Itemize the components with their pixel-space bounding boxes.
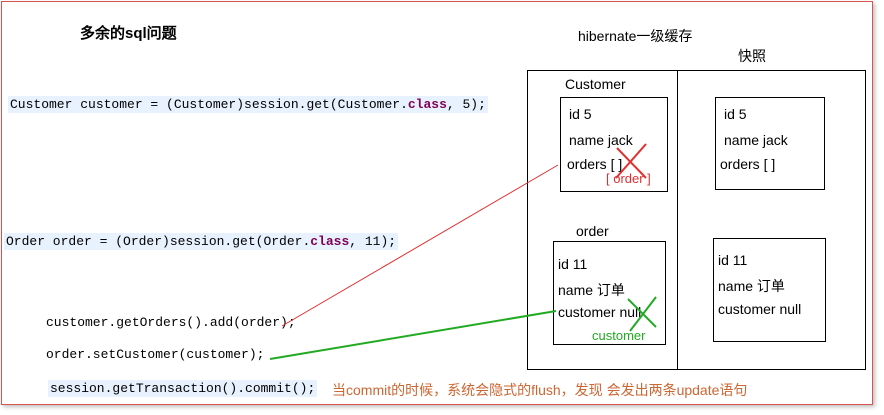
green-connector-line (269, 310, 557, 360)
code-line-get-order-a: Order order = (Order)session.get(Order. (6, 234, 311, 249)
commit-note: 当commit的时候，系统会隐式的flush，发现 会发出两条update语句 (332, 382, 748, 398)
cache-customer-orders: orders [ ] (567, 156, 623, 172)
code-line-get-customer: Customer customer = (Customer)session.ge… (8, 96, 488, 113)
snapshot-order-id: id 11 (718, 252, 748, 268)
snapshot-order-box: id 11 name 订单 customer null (713, 238, 826, 342)
snapshot-customer-id: id 5 (724, 106, 747, 122)
code-keyword-class-2: class (310, 234, 350, 249)
snapshot-customer-name: name jack (724, 132, 788, 148)
customer-section-label: Customer (565, 76, 626, 92)
code-line-commit: session.getTransaction().commit(); (48, 380, 318, 397)
snapshot-customer-orders: orders [ ] (720, 156, 776, 172)
red-connector-line (281, 164, 559, 327)
cache-order-new-customer: customer (592, 328, 646, 343)
code-line-get-order-b: , 11); (349, 234, 397, 249)
snapshot-title: 快照 (738, 48, 766, 64)
cache-order-box: id 11 name 订单 customer null customer (553, 241, 666, 345)
order-section-label: order (576, 223, 609, 239)
cache-order-id: id 11 (558, 256, 588, 272)
cache-divider (677, 71, 678, 369)
code-line-add-order: customer.getOrders().add(order); (46, 315, 296, 330)
code-line-get-order: Order order = (Order)session.get(Order.c… (4, 233, 399, 250)
cache-customer-box: id 5 name jack orders [ ] [ order ] (560, 97, 668, 192)
cache-title: hibernate一级缓存 (578, 28, 693, 44)
snapshot-order-name: name 订单 (718, 278, 785, 294)
green-cross-icon (627, 296, 657, 332)
cache-customer-new-orders: [ order ] (606, 171, 651, 186)
cache-customer-id: id 5 (569, 106, 592, 122)
red-cross-icon (615, 143, 647, 179)
code-keyword-class-1: class (407, 97, 447, 112)
code-line-get-customer-b: , 5); (446, 97, 486, 112)
cache-order-customer: customer null (558, 304, 642, 320)
snapshot-customer-box: id 5 name jack orders [ ] (715, 97, 825, 190)
snapshot-order-customer: customer null (718, 301, 802, 317)
cache-customer-name: name jack (569, 132, 633, 148)
cache-order-name: name 订单 (558, 282, 625, 298)
code-line-set-customer: order.setCustomer(customer); (46, 347, 265, 362)
page-title: 多余的sql问题 (80, 25, 177, 42)
code-line-get-customer-a: Customer customer = (Customer)session.ge… (10, 97, 408, 112)
